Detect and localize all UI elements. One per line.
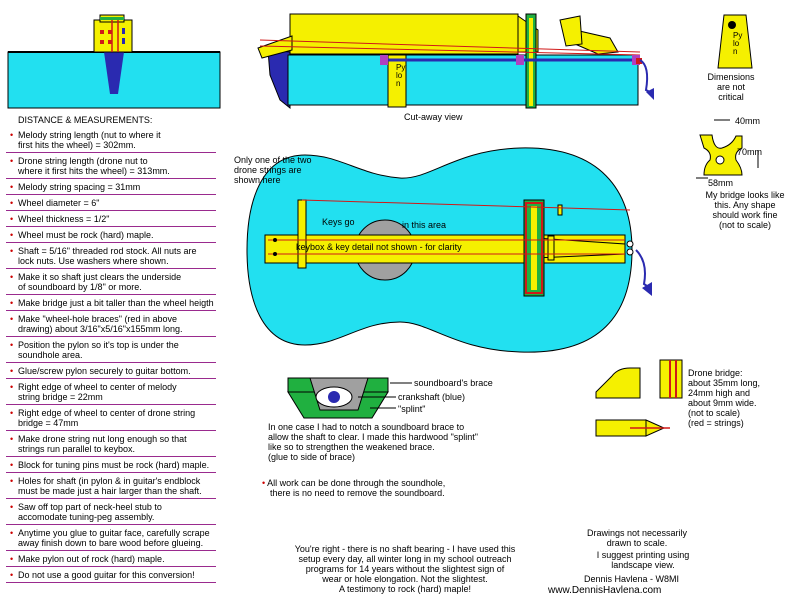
measurement-note-line: Glue/screw pylon securely to guitar bott… [18, 366, 191, 376]
measurement-note-line: Block for tuning pins must be rock (hard… [18, 460, 210, 470]
measurement-note: Make pylon out of rock (hard) maple. [6, 554, 216, 567]
measurement-note-line: string bridge = 22mm [18, 392, 103, 402]
measurement-note: Wheel diameter = 6" [6, 198, 216, 211]
measurement-note-line: Drone string length (drone nut to [18, 156, 148, 166]
measurement-note: Glue/screw pylon securely to guitar bott… [6, 366, 216, 379]
measurement-note-line: lock nuts. Use washers where shown. [18, 256, 169, 266]
measurement-note-line: away finish down to bare wood before glu… [18, 538, 204, 548]
notch-note: In one case I had to notch a soundboard … [268, 422, 479, 462]
pylon-icon [717, 14, 753, 69]
measurement-note: Make bridge just a bit taller than the w… [6, 298, 216, 311]
measurement-note-line: Do not use a good guitar for this conver… [18, 570, 195, 580]
splint-drawing [287, 377, 412, 419]
drawings-note: Drawings not necessarily drawn to scale. [586, 528, 688, 548]
cutaway-caption: Cut-away view [404, 112, 463, 122]
measurement-note-line: Anytime you glue to guitar face, careful… [18, 528, 210, 538]
measurement-note-line: Right edge of wheel to center of melody [18, 382, 177, 392]
measurement-note: Right edge of wheel to center of drone s… [6, 408, 216, 431]
measurements-list: DISTANCE & MEASUREMENTS: Melody string l… [6, 115, 216, 586]
dimensions-note: Dimensions are not critical [707, 72, 755, 102]
measurement-note: Shaft = 5/16" threaded rod stock. All nu… [6, 246, 216, 269]
measurement-note: Make it so shaft just clears the undersi… [6, 272, 216, 295]
measurement-note-line: first hits the wheel) = 302mm. [18, 140, 136, 150]
end-view-drawing [7, 14, 221, 109]
measurement-note-line: soundhole area. [18, 350, 83, 360]
bullet: • [262, 478, 266, 488]
measurement-note-line: Make bridge just a bit taller than the w… [18, 298, 214, 308]
measurement-note-line: strings run parallel to keybox. [18, 444, 136, 454]
dim-40: 40mm [735, 116, 761, 126]
bridge-note: My bridge looks like this. Any shape sho… [705, 190, 785, 230]
measurement-note: Melody string length (nut to where itfir… [6, 130, 216, 153]
measurement-note: Right edge of wheel to center of melodys… [6, 382, 216, 405]
pylon-icon-label: Pylon [733, 31, 743, 56]
measurement-note-line: Wheel diameter = 6" [18, 198, 100, 208]
cutaway-drawing [257, 13, 654, 110]
measurement-note-line: Wheel thickness = 1/2" [18, 214, 110, 224]
measurement-note-line: Make it so shaft just clears the undersi… [18, 272, 182, 282]
measurement-note-line: Wheel must be rock (hard) maple. [18, 230, 154, 240]
only-one-note: Only one of the two drone strings are sh… [234, 155, 312, 185]
work-note: • All work can be done through the sound… [262, 478, 446, 498]
measurement-note-line: Shaft = 5/16" threaded rod stock. All nu… [18, 246, 197, 256]
measurement-note-line: Holes for shaft (in pylon & in guitar's … [18, 476, 201, 486]
dim-70: 70mm [737, 147, 763, 157]
in-this-area-label: in this area [402, 220, 447, 230]
drone-bridge-drawing [595, 359, 683, 437]
measurement-note: Anytime you glue to guitar face, careful… [6, 528, 216, 551]
measurement-note-line: Position the pylon so it's top is under … [18, 340, 179, 350]
bridge-shape [696, 119, 759, 179]
measurement-note: Wheel thickness = 1/2" [6, 214, 216, 227]
bearing-note: You're right - there is no shaft bearing… [294, 544, 516, 594]
measurements-header: DISTANCE & MEASUREMENTS: [18, 115, 153, 125]
measurement-note: Holes for shaft (in pylon & in guitar's … [6, 476, 216, 499]
measurement-note-line: Saw off top part of neck-heel stub to [18, 502, 162, 512]
measurement-note: Position the pylon so it's top is under … [6, 340, 216, 363]
crankshaft-label: crankshaft (blue) [398, 392, 466, 402]
measurement-note-line: Melody string spacing = 31mm [18, 182, 141, 192]
measurement-note-line: Make drone string nut long enough so tha… [18, 434, 187, 444]
measurement-note-line: must be made just a hair larger than the… [18, 486, 202, 496]
measurement-note: Do not use a good guitar for this conver… [6, 570, 216, 583]
keys-go-label: Keys go [322, 217, 355, 227]
printing-note: I suggest printing using landscape view. [596, 550, 690, 570]
drone-bridge-note: Drone bridge: about 35mm long, 24mm high… [688, 368, 761, 428]
measurement-note-line: accomodate tuning-peg assembly. [18, 512, 155, 522]
keybox-detail-label: keybox & key detail not shown - for clar… [296, 242, 462, 252]
dim-58: 58mm [708, 178, 734, 188]
splint-label: "splint" [398, 404, 426, 414]
measurement-note: Make "wheel-hole braces" (red in abovedr… [6, 314, 216, 337]
measurement-note-line: Melody string length (nut to where it [18, 130, 161, 140]
measurement-note-line: Make "wheel-hole braces" (red in above [18, 314, 177, 324]
measurement-note-line: Right edge of wheel to center of drone s… [18, 408, 196, 418]
website-link[interactable]: www.DennisHavlena.com [548, 585, 662, 596]
guitar-top-view [246, 147, 652, 353]
measurement-note: Wheel must be rock (hard) maple. [6, 230, 216, 243]
measurement-note: Block for tuning pins must be rock (hard… [6, 460, 216, 473]
author-label: Dennis Havlena - W8MI [584, 574, 680, 584]
measurement-note-line: of soundboard by 1/8" or more. [18, 282, 142, 292]
measurement-note-line: drawing) about 3/16"x5/16"x155mm long. [18, 324, 183, 334]
measurement-note-line: bridge = 47mm [18, 418, 79, 428]
measurement-note-line: Make pylon out of rock (hard) maple. [18, 554, 165, 564]
pylon-vertical-label: Pylon [396, 63, 406, 88]
measurement-note: Melody string spacing = 31mm [6, 182, 216, 195]
measurement-note-line: where it first hits the wheel) = 313mm. [18, 166, 170, 176]
measurement-note: Saw off top part of neck-heel stub toacc… [6, 502, 216, 525]
measurement-note: Make drone string nut long enough so tha… [6, 434, 216, 457]
soundboard-brace-label: soundboard's brace [414, 378, 493, 388]
